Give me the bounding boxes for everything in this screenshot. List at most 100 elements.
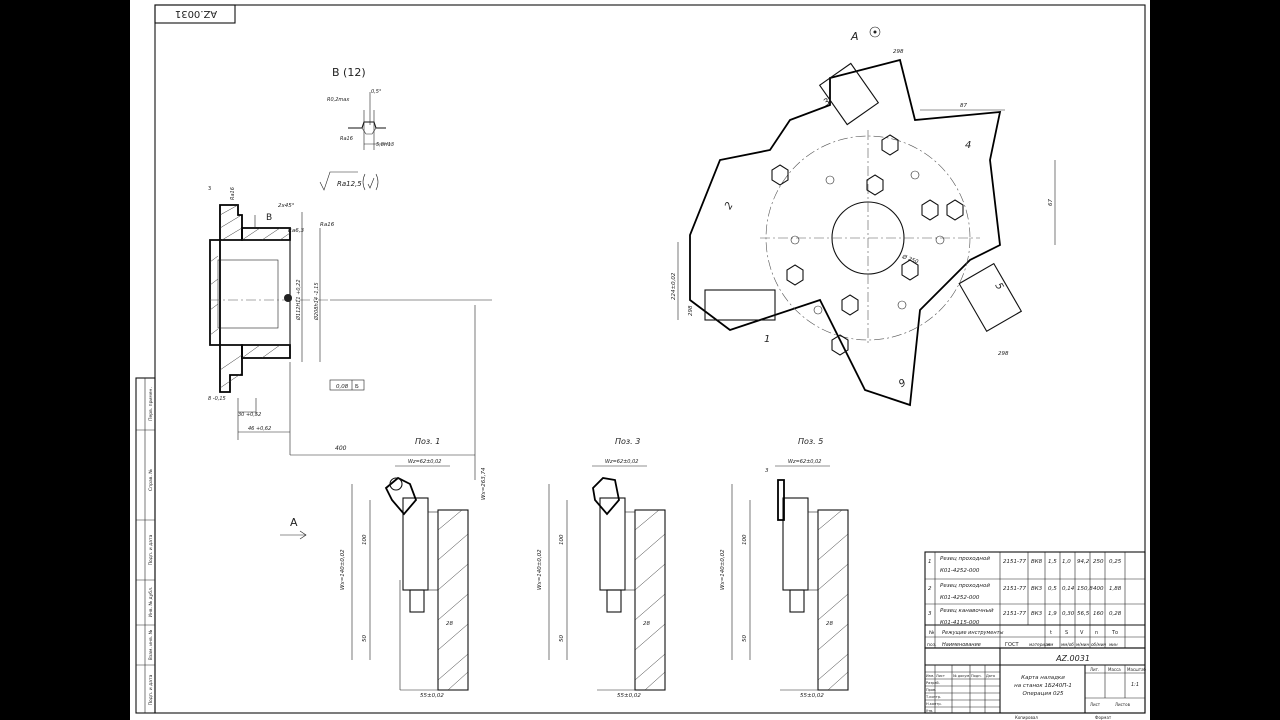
dim-wz: Wz=62±0,02: [408, 459, 441, 465]
turret-slot: 2: [723, 200, 736, 211]
hdr-v: V: [1080, 630, 1084, 636]
tb-role: Пров.: [926, 688, 936, 692]
tool-cell-v: 56,5: [1077, 611, 1090, 617]
strip-label: Взам. инв. №: [148, 629, 154, 660]
dim-28: 28: [826, 621, 833, 627]
dim-wx: Wx=140±0,02: [537, 549, 543, 590]
hdr2-n: об/мин: [1091, 642, 1106, 647]
title-line3: Операция 025: [1022, 691, 1064, 697]
general-roughness: Ra12,5: [319, 171, 379, 191]
hdr2-name: Наименование: [942, 642, 981, 648]
code-stamp-box: [154, 4, 236, 24]
runout-base: Б: [355, 384, 359, 390]
dim-298a: 298: [893, 49, 904, 55]
dim-dia2: Ø208h14 -1,15: [313, 282, 320, 321]
dim-100: 100: [362, 534, 368, 545]
note-chamfer: 2x45°: [278, 203, 295, 209]
tb-col-label: Дата: [986, 674, 995, 678]
tool-cell-n: 160: [1093, 611, 1104, 617]
tool-cell-mat: ВК8: [1031, 559, 1043, 565]
dim-8: 8 -0,15: [208, 396, 226, 402]
view-b-title: B (12): [332, 66, 366, 79]
position-label: Поз. 3: [615, 437, 640, 446]
dim-wz: Wz=62±0,02: [605, 459, 638, 465]
position-label: Поз. 5: [798, 437, 823, 446]
workpiece-section: B 3 Ra16 2x45° Ra6,3 Ra16 Ø112H1: [208, 186, 492, 500]
label-sheets: Листов: [1115, 702, 1131, 707]
dim-50: 50: [362, 635, 368, 642]
tool-cell-gost: 2151-77: [1003, 586, 1026, 592]
dim-298c: 298: [688, 305, 694, 316]
dim-wx: Wx=140±0,02: [340, 549, 346, 590]
turret-slot: 5: [992, 281, 1005, 292]
dim-wz: Wz=62±0,02: [788, 459, 821, 465]
dim-55: 55±0,02: [617, 693, 641, 699]
hdr-no: №: [929, 630, 935, 636]
view-a-arrow: [280, 530, 307, 540]
note-angle: 0,5°: [371, 89, 382, 95]
hdr-name: Режущие инструменты: [942, 630, 1004, 636]
position-1: Поз. 1 Wz=62±0,02 Wx=140±0,02 100 50 28 …: [340, 437, 469, 699]
dim-100: 100: [559, 534, 565, 545]
strip-label: Инв. № дубл.: [148, 587, 154, 618]
hdr2-s: мм/об: [1061, 642, 1074, 647]
view-a-title: A: [850, 30, 859, 43]
tool-code: К01-4252-000: [940, 595, 980, 601]
tool-cell-n: 250: [1093, 559, 1104, 565]
turret-view: A 3 1 2 4 5 6: [671, 26, 1056, 407]
dim-55: 55±0,02: [420, 693, 444, 699]
scale-value: 1:1: [1131, 682, 1139, 688]
left-binding-strip: Перв. примен. Справ. № Подп. и дата Инв.…: [135, 377, 156, 714]
tool-cell-t: 1,9: [1048, 611, 1057, 617]
position-3: Поз. 3 Wz=62±0,02 Wx=140±0,02 100 50 28 …: [537, 437, 666, 699]
hdr2-gost: ГОСТ: [1005, 642, 1019, 648]
tb-role: Т.контр.: [925, 695, 941, 699]
title-block: AZ.0031 Карта наладки на станок 1Б240П-1…: [924, 647, 1147, 720]
dim-55: 55±0,02: [800, 693, 824, 699]
title-code: AZ.0031: [1055, 654, 1090, 663]
tool-cell-gost: 2151-77: [1003, 611, 1026, 617]
label-sheet: Лист: [1090, 702, 1101, 707]
label-mass: Масса: [1108, 667, 1121, 672]
hdr-s: S: [1065, 630, 1068, 636]
note-ra63: Ra6,3: [288, 228, 304, 234]
hdr2-mat: материал: [1029, 642, 1051, 647]
tb-role: Разраб.: [926, 681, 940, 685]
tool-name: Резец проходной: [940, 556, 990, 562]
note-ra-detail: Ra16: [340, 136, 353, 142]
label-format: Формат: [1095, 715, 1112, 720]
title-line2: на станок 1Б240П-1: [1014, 683, 1072, 689]
dim-100: 100: [742, 534, 748, 545]
tool-code: К01-4252-000: [940, 568, 980, 574]
tool-cell-mat: ВК3: [1031, 611, 1043, 617]
dim-wx: Wx=140±0,02: [720, 549, 726, 590]
dim-3: 3: [208, 186, 211, 192]
hdr2-no: поз.: [927, 643, 937, 648]
note-width-detail: 5,8H13: [376, 142, 394, 148]
hdr-t: t: [1050, 630, 1052, 636]
dim-298b: 298: [998, 351, 1009, 357]
title-line1: Карта наладки: [1021, 675, 1065, 681]
turret-slot: 1: [764, 334, 770, 345]
view-a-arrow-label: A: [290, 516, 298, 529]
tool-cell-no: 2: [928, 586, 932, 592]
strip-label: Подп. и дата: [148, 534, 154, 565]
tool-cell-s: 1,0: [1062, 559, 1071, 565]
tool-cell-v: 94,2: [1077, 559, 1090, 565]
marker-b: B: [266, 213, 272, 223]
dim-50: 50: [559, 635, 565, 642]
runout-value: 0,08: [336, 384, 349, 390]
groove-detail: R0,2max 0,5° Ra16 5,8H13: [327, 89, 394, 150]
dim-400: 400: [335, 445, 347, 452]
tb-col-label: Лист: [936, 674, 945, 678]
note-r-small: R0,2max: [327, 97, 349, 103]
tool-cell-to: 0,28: [1109, 611, 1122, 617]
hdr2-v: м/мин: [1076, 642, 1089, 647]
hdr2-t: мм: [1047, 642, 1053, 647]
tool-code: К01-4115-000: [940, 620, 980, 626]
label-copied: Копировал: [1015, 715, 1038, 720]
turret-slot: 4: [965, 140, 971, 151]
dim-28: 28: [643, 621, 650, 627]
tools-header: № Режущие инструменты t S V n Tо поз. На…: [927, 630, 1118, 648]
strip-label: Подп. и дата: [148, 674, 154, 705]
